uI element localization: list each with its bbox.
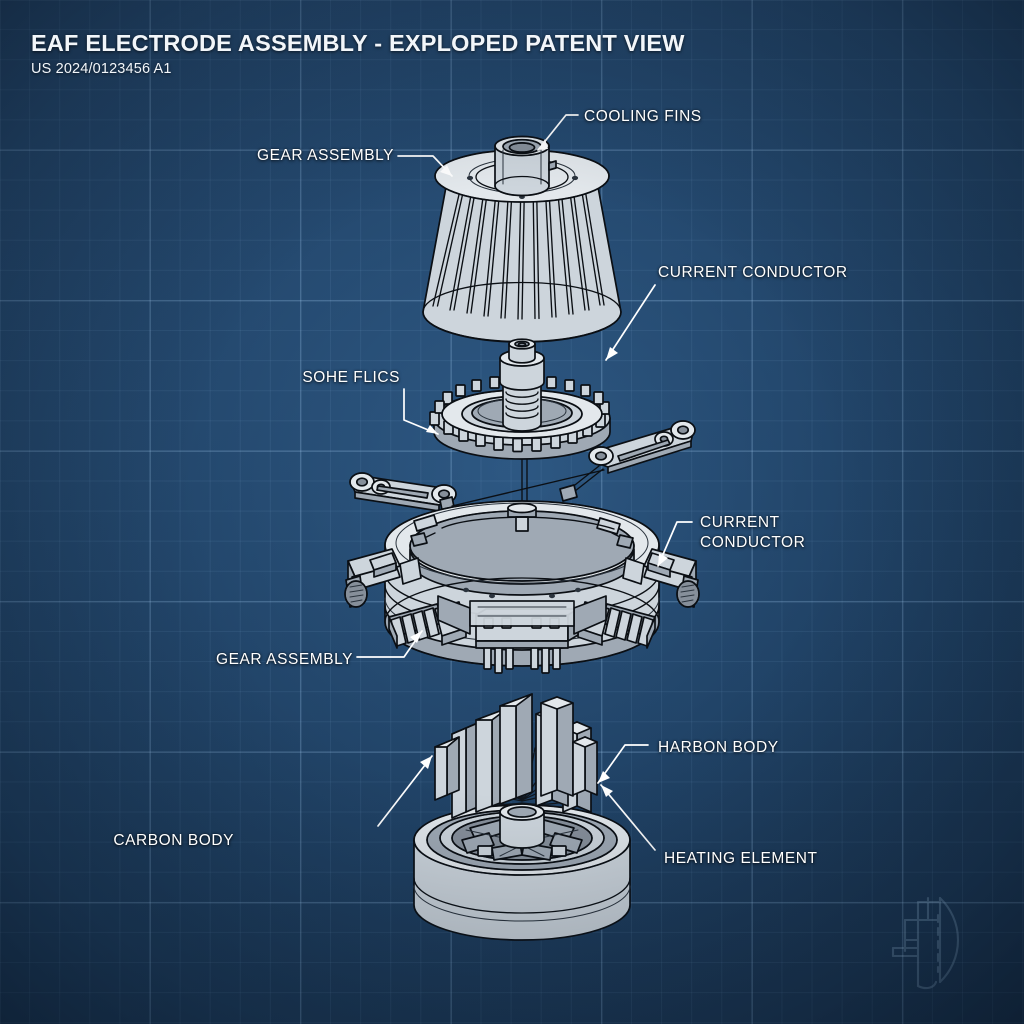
page-title: EAF ELECTRODE ASSEMBLY - EXPLOPED PATENT… [31, 30, 685, 56]
title-block: EAF ELECTRODE ASSEMBLY - EXPLOPED PATENT… [31, 31, 685, 77]
page-subtitle: US 2024/0123456 A1 [31, 60, 172, 77]
